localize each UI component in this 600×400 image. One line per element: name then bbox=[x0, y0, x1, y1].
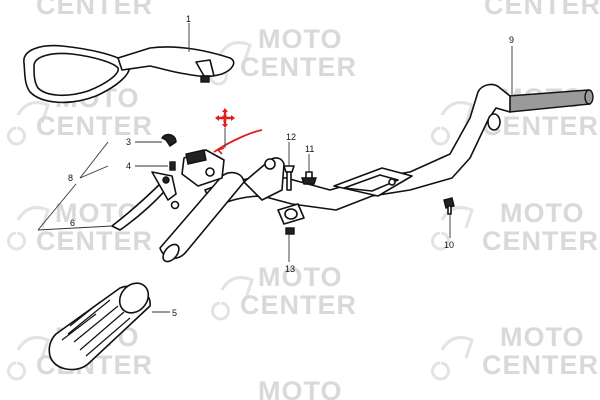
handlebar-grip-end bbox=[584, 89, 594, 105]
watermark-top-right: CENTER bbox=[484, 0, 600, 20]
watermark-center-text: CENTER bbox=[482, 226, 599, 256]
watermark-moto-text: MOTO bbox=[500, 322, 585, 352]
callout-5: 5 bbox=[172, 308, 177, 318]
watermark-moto-text: MOTO bbox=[258, 262, 343, 292]
watermark-moto-text: MOTO bbox=[258, 24, 343, 54]
nut-13 bbox=[285, 227, 295, 235]
handlebar-left-end-opening bbox=[162, 243, 180, 263]
watermark-right-middle: MOTO CENTER bbox=[431, 198, 599, 256]
brake-lever-nut bbox=[170, 200, 180, 210]
callout-10: 10 bbox=[444, 240, 454, 250]
highlight-cable-tip bbox=[216, 147, 225, 155]
handlebar-part bbox=[159, 83, 594, 263]
lever-bracket-pivot bbox=[205, 167, 215, 177]
watermark-scooter-icon bbox=[211, 276, 254, 321]
watermark-center-text: CENTER bbox=[36, 111, 153, 141]
callout-11: 11 bbox=[305, 144, 314, 154]
watermark-scooter-icon bbox=[7, 206, 50, 251]
grip-part bbox=[48, 282, 151, 371]
mirror-glass bbox=[33, 52, 119, 97]
watermark-moto-text: MOTO bbox=[500, 198, 585, 228]
leader-lines bbox=[37, 23, 513, 313]
handlebar-bracket-recess bbox=[343, 174, 399, 192]
brake-lever-pivot-screw bbox=[162, 176, 170, 184]
watermark-center-lower: MOTO CENTER bbox=[211, 262, 357, 321]
leader-8c bbox=[37, 183, 77, 231]
watermark-center-text: CENTER bbox=[482, 350, 599, 380]
fastener-parts bbox=[277, 165, 455, 235]
watermark-center-text: CENTER bbox=[36, 226, 153, 256]
callout-4: 4 bbox=[126, 161, 131, 171]
watermark-left-middle: MOTO CENTER bbox=[7, 198, 153, 256]
bolt-12-head bbox=[283, 165, 295, 173]
lever-bracket-top bbox=[185, 149, 207, 165]
leader-8a bbox=[79, 141, 109, 179]
callout-labels: 1 12 3 4 5 6 8 9 10 11 13 bbox=[68, 14, 514, 318]
switch-part bbox=[160, 133, 177, 147]
screw-11-head bbox=[301, 177, 317, 185]
highlight-arrow-tips-icon bbox=[215, 108, 235, 128]
watermark-center-text: CENTER bbox=[484, 0, 600, 20]
throttle-housing-boss bbox=[264, 158, 276, 170]
highlight-cross-icon bbox=[217, 110, 233, 126]
handlebar-bracket-hole bbox=[388, 178, 396, 186]
callout-7: 7 bbox=[222, 114, 227, 124]
watermark-bottom-middle: MOTO bbox=[258, 376, 343, 400]
callout-8: 8 bbox=[68, 173, 73, 183]
lever-bracket-part bbox=[181, 129, 263, 187]
watermark-scooter-icon bbox=[431, 206, 474, 251]
mirror-nut bbox=[200, 75, 210, 83]
watermark-scooter-icon bbox=[7, 336, 50, 381]
brake-lever-part bbox=[111, 161, 180, 231]
brake-lever-bolt bbox=[169, 161, 176, 171]
bolt-12-shank bbox=[286, 171, 292, 191]
callout-12: 12 bbox=[286, 132, 296, 142]
watermark-center-text: CENTER bbox=[240, 52, 357, 82]
watermark-scooter-icon bbox=[431, 101, 474, 146]
clamp-13-bore bbox=[284, 208, 298, 220]
watermark-top-left: CENTER bbox=[36, 0, 153, 20]
leader-8b bbox=[79, 165, 109, 179]
callout-1: 1 bbox=[186, 14, 191, 24]
handlebar-clamp-ring bbox=[487, 113, 501, 131]
mirror-stem bbox=[117, 46, 235, 78]
grip-inner-end bbox=[118, 282, 150, 314]
callout-6: 6 bbox=[70, 218, 75, 228]
grip-ribs bbox=[61, 299, 131, 357]
mirror-part bbox=[23, 44, 235, 104]
screw-10-shank bbox=[447, 205, 452, 215]
watermark-moto-text: MOTO bbox=[258, 376, 343, 400]
callout-13: 13 bbox=[285, 264, 295, 274]
watermark-center-text: CENTER bbox=[240, 290, 357, 320]
callout-3: 3 bbox=[126, 137, 131, 147]
brake-lever-pivot-body bbox=[151, 171, 177, 201]
callout-9: 9 bbox=[509, 35, 514, 45]
watermark-top-middle: MOTO CENTER bbox=[209, 24, 357, 86]
switch-clip bbox=[160, 133, 177, 147]
part-7-highlight-marker: 7 bbox=[215, 108, 235, 128]
leader-6 bbox=[37, 225, 113, 231]
watermark-right-bottom: MOTO CENTER bbox=[431, 322, 599, 381]
watermark-center-text: CENTER bbox=[482, 111, 599, 141]
mirror-base bbox=[195, 59, 215, 77]
watermark-center-text: CENTER bbox=[36, 0, 153, 20]
watermark-scooter-icon bbox=[431, 336, 474, 381]
watermark-scooter-icon bbox=[7, 101, 50, 146]
